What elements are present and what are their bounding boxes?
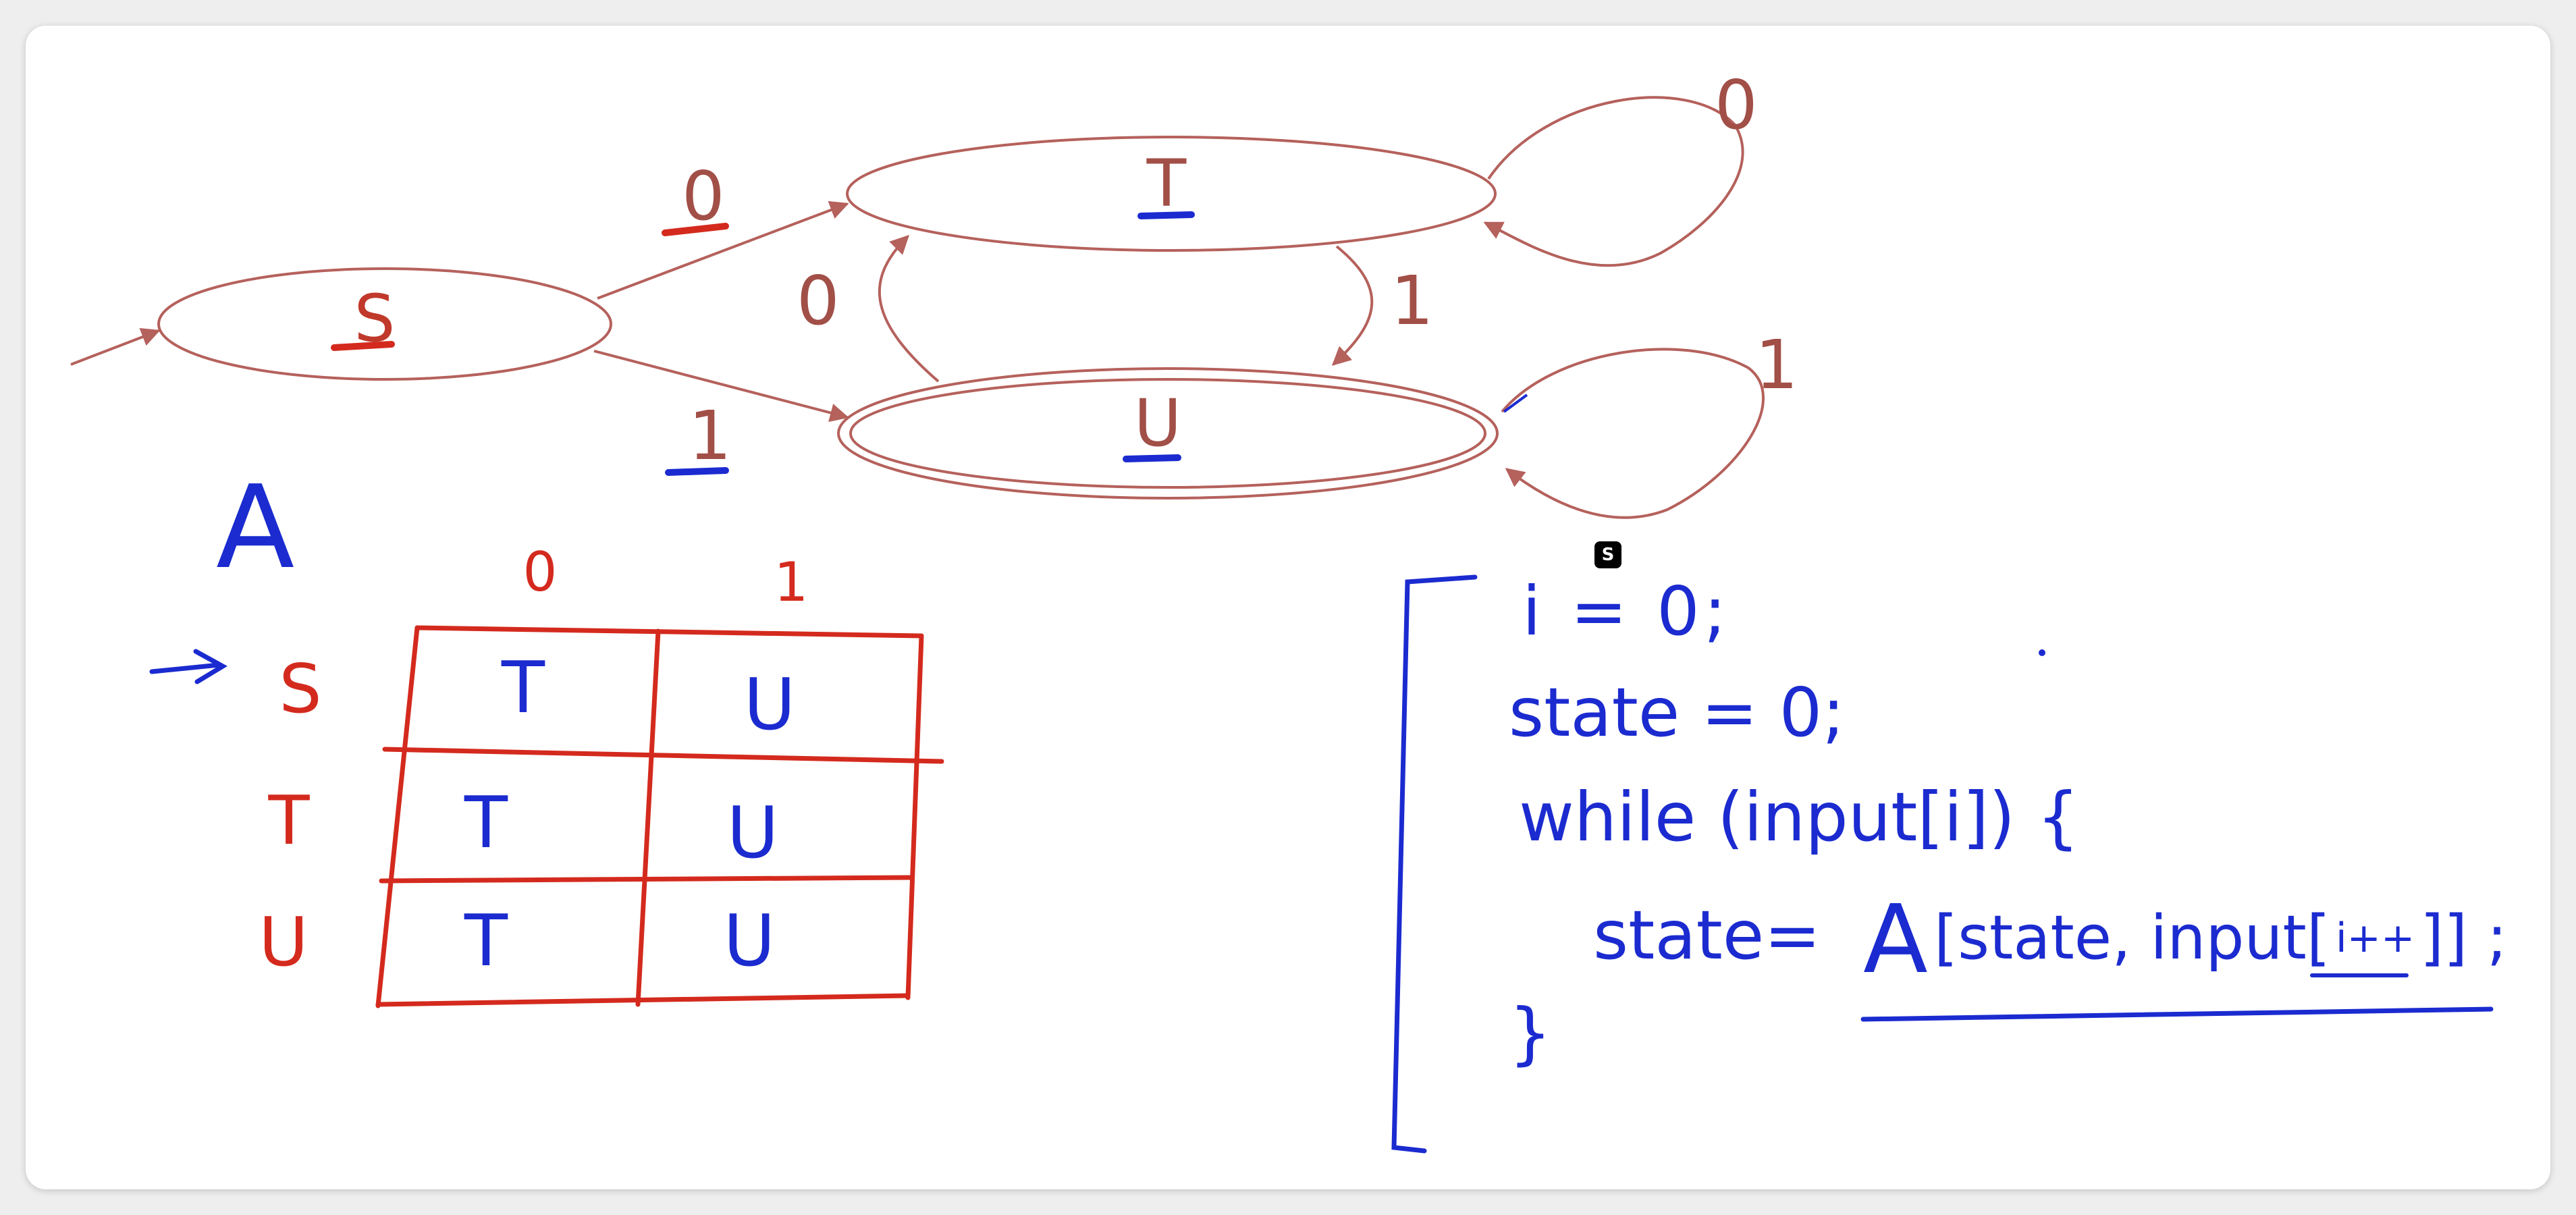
code-line-1: i = 0; — [1522, 572, 1730, 651]
board-canvas: S T U 0 1 0 1 0 1 A 0 1 S T U — [70, 65, 2507, 1154]
code-expression-underline — [1860, 1006, 2494, 1022]
edge-u-to-t-label: 0 — [797, 261, 840, 340]
stray-dot — [2039, 649, 2045, 656]
edge-s-to-u — [593, 350, 849, 423]
table-row-header-s: S — [279, 649, 321, 728]
state-s-underline — [331, 341, 395, 351]
code-line-4-A: A — [1863, 885, 1928, 995]
transition-table: A 0 1 S T U T U T U T U — [149, 461, 944, 1008]
edge-u-to-t — [878, 235, 940, 383]
table-cell: U — [744, 664, 796, 746]
table-cell: U — [727, 792, 779, 874]
state-u-node — [837, 367, 1499, 500]
code-line-4-index: i++ — [2336, 915, 2415, 962]
start-row-arrow-icon — [149, 649, 227, 684]
code-line-4-lhs: state= — [1593, 896, 1821, 975]
code-line-2: state = 0; — [1509, 673, 1845, 752]
state-t-label: T — [1146, 146, 1187, 221]
state-diagram — [70, 96, 1765, 519]
loop-t — [1483, 96, 1744, 267]
loop-t-label: 0 — [1715, 65, 1758, 144]
start-arrow — [70, 327, 161, 366]
table-cell: T — [464, 900, 508, 982]
table-row-header-t: T — [267, 781, 310, 860]
loop-u — [1501, 348, 1765, 519]
state-t-underline — [1137, 211, 1195, 219]
table-name: A — [216, 461, 294, 595]
table-cell: T — [501, 647, 545, 729]
loop-u-stroke-mark — [1503, 394, 1528, 413]
edge-t-to-u — [1331, 245, 1374, 366]
state-s-node — [157, 267, 612, 381]
edge-s-to-t-label: 0 — [682, 157, 725, 236]
loop-u-label: 1 — [1755, 325, 1798, 404]
table-cell: T — [464, 782, 508, 864]
state-u-label: U — [1134, 385, 1181, 461]
code-bracket — [1391, 574, 1478, 1154]
edge-s-to-t — [597, 200, 849, 300]
state-labels: S T U — [331, 146, 1195, 462]
slide: S T U 0 1 0 1 0 1 A 0 1 S T U — [26, 26, 2550, 1189]
edge-s-to-t-underline — [662, 223, 729, 236]
edge-labels: 0 1 0 1 0 1 — [662, 65, 1798, 476]
player-badge-icon[interactable]: S — [1594, 541, 1621, 568]
code-line-4-close: ]] ; — [2420, 902, 2507, 973]
state-t-node — [846, 136, 1497, 252]
code-line-4-args: [state, input[ — [1934, 902, 2330, 973]
code-line-3: while (input[i]) { — [1519, 778, 2080, 857]
code-line-5: } — [1509, 994, 1552, 1073]
edge-t-to-u-label: 1 — [1391, 261, 1434, 340]
state-u-underline — [1123, 454, 1181, 462]
table-cell: U — [724, 900, 776, 982]
table-col-header-0: 0 — [523, 541, 558, 603]
edge-s-to-u-underline — [665, 467, 729, 476]
table-grid — [375, 625, 944, 1008]
table-row-header-u: U — [259, 902, 308, 981]
table-col-header-1: 1 — [774, 551, 809, 614]
edge-s-to-u-label: 1 — [689, 396, 732, 475]
table-cells: T U T U T U — [464, 647, 796, 982]
code-block: i = 0; state = 0; while (input[i]) { sta… — [1391, 572, 2507, 1154]
